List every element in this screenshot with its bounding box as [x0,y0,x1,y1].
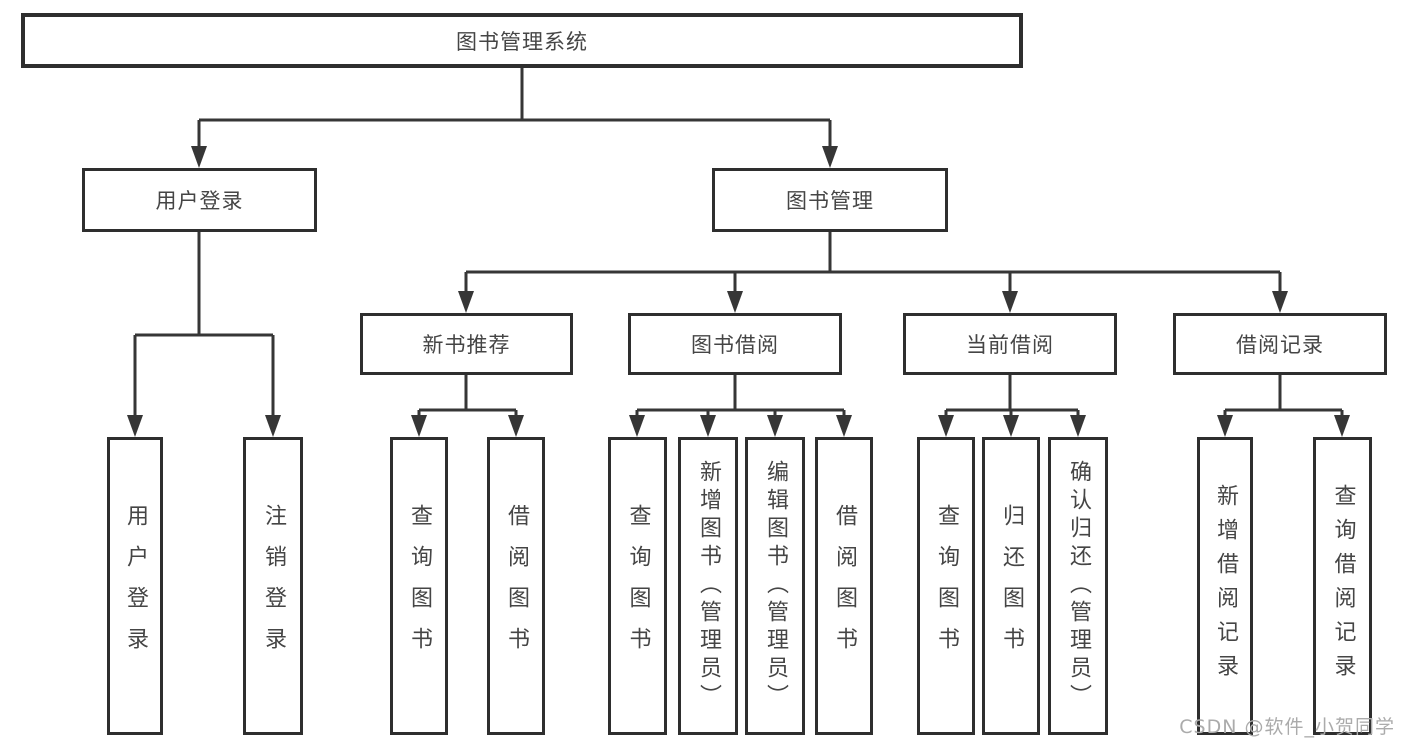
node-label: 图书借阅 [691,333,779,357]
leaf-label: 新增图书（管理员） [696,460,721,712]
node-label: 当前借阅 [966,333,1054,357]
leaf-label: 确认归还（管理员） [1066,460,1091,712]
node-user-login: 用户登录 [82,168,317,232]
leaf-label: 编辑图书（管理员） [763,460,788,712]
leaf-label: 借阅图书 [504,504,529,668]
leaf-query-books-current: 查询图书 [917,437,975,735]
leaf-add-books-admin: 新增图书（管理员） [678,437,738,735]
node-label: 新书推荐 [422,333,511,357]
leaf-borrow-books: 借阅图书 [815,437,873,735]
node-book-management: 图书管理 [712,168,948,232]
node-current-borrowing: 当前借阅 [903,313,1117,375]
leaf-return-books: 归还图书 [982,437,1040,735]
leaf-confirm-return-admin: 确认归还（管理员） [1048,437,1108,735]
node-borrowing-records: 借阅记录 [1173,313,1387,375]
leaf-label: 用户登录 [123,504,148,668]
leaf-query-borrow-record: 查询借阅记录 [1313,437,1372,735]
csdn-watermark: CSDN @软件_小贺同学 [1179,716,1395,738]
leaf-label: 查询图书 [625,504,651,668]
leaf-logout: 注销登录 [243,437,303,735]
node-label: 用户登录 [155,189,244,213]
leaf-label: 借阅图书 [832,504,857,668]
node-label: 图书管理系统 [456,29,588,54]
leaf-add-borrow-record: 新增借阅记录 [1197,437,1253,735]
leaf-edit-books-admin: 编辑图书（管理员） [745,437,805,735]
leaf-label: 注销登录 [261,504,286,668]
leaf-borrow-books-recommend: 借阅图书 [487,437,545,735]
leaf-user-login: 用户登录 [107,437,163,735]
leaf-label: 查询图书 [407,504,432,668]
node-label: 借阅记录 [1236,333,1324,357]
leaf-query-books-recommend: 查询图书 [390,437,448,735]
node-new-book-recommend: 新书推荐 [360,313,573,375]
leaf-label: 新增借阅记录 [1213,484,1238,688]
node-library-management-system: 图书管理系统 [21,13,1023,68]
leaf-label: 查询借阅记录 [1330,484,1356,688]
leaf-label: 查询图书 [934,504,959,668]
node-book-borrowing: 图书借阅 [628,313,842,375]
leaf-label: 归还图书 [999,504,1024,668]
leaf-query-books-borrowing: 查询图书 [608,437,667,735]
node-label: 图书管理 [786,189,874,213]
